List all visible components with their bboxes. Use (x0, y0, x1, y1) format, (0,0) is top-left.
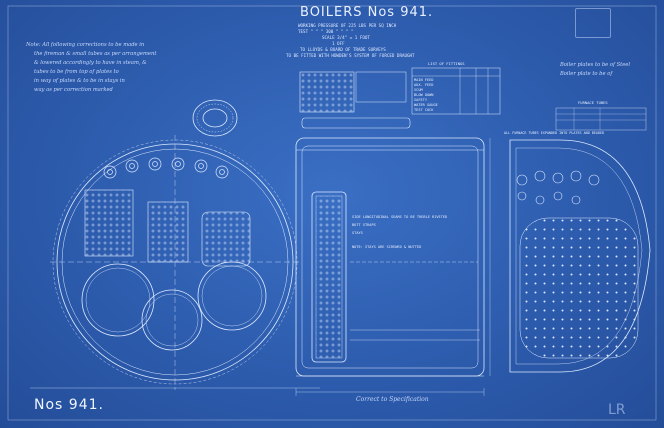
drawing-number-label: Nos 941. (34, 397, 104, 413)
fittings-row: AUX. FEED (414, 83, 434, 87)
subtitle-line-5: TO LLOYDS & BOARD OF TRADE SURVEYS (300, 47, 386, 52)
boiler-back-view (509, 107, 651, 373)
right-note-1: Boiler plates to be of Steel (560, 62, 631, 68)
subtitle-line-1: WORKING PRESSURE OF 225 LBS PER SQ INCH (298, 23, 397, 28)
fittings-row: BLOW DOWN (414, 93, 434, 97)
subtitle-line-2: TEST " " " 300 " " " " (298, 29, 354, 34)
fittings-row: SCUM (414, 88, 423, 92)
section-note-3: STAYS (352, 231, 363, 235)
boiler-longitudinal-section (295, 67, 501, 377)
fittings-row: WATER GAUGE (414, 103, 438, 107)
bottom-center-note: Correct to Specification (356, 396, 429, 403)
note-line-1: Note: All following corrections to be ma… (26, 42, 145, 48)
note-line-6: way as per correction marked (34, 87, 113, 93)
note-line-4: tubes to be from top of plates to (34, 69, 119, 75)
svg-text:LR: LR (608, 402, 626, 418)
subtitle-line-3: SCALE 3/4" = 1 FOOT (322, 35, 370, 40)
section-note-4: NOTE: STAYS ARE SCREWED & NUTTED (352, 245, 422, 249)
fittings-table-title: LIST OF FITTINGS (428, 61, 465, 66)
section-note-1: SIDE LONGITUDINAL SEAMS TO BE TREBLE RIV… (352, 215, 448, 219)
sheet-title: BOILERS Nos 941. (300, 5, 434, 20)
note-line-5: in way of plates & to be in stays in (34, 78, 125, 84)
fittings-row: SAFETY (414, 98, 427, 102)
tube-table-title: FURNACE TUBES (578, 100, 608, 105)
approval-stamp (575, 8, 611, 38)
tube-note: ALL FURNACE TUBES EXPANDED INTO PLATES A… (504, 131, 605, 135)
note-line-2: the fireman & small tubes as per arrange… (34, 51, 157, 57)
fittings-row: MAIN FEED (414, 78, 434, 82)
subtitle-line-6: TO BE FITTED WITH HOWDEN'S SYSTEM OF FOR… (286, 53, 415, 58)
right-note-2: Boiler plate to be of (560, 71, 613, 77)
subtitle-line-4: 1 OFF (332, 41, 345, 46)
note-line-3: & lowered accordingly to have in steam, … (34, 60, 147, 66)
boiler-end-view (50, 99, 300, 390)
fittings-row: TEST COCK (414, 108, 434, 112)
section-note-2: BUTT STRAPS (352, 223, 376, 227)
